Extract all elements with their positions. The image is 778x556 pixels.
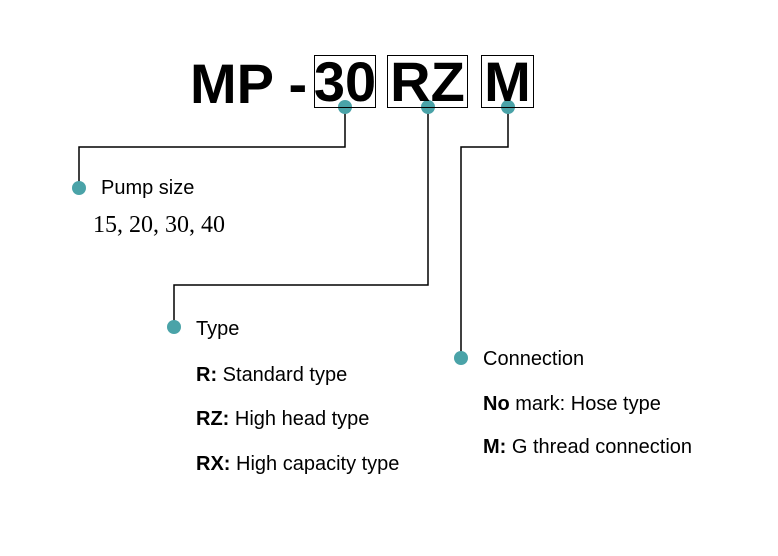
connection-dot — [454, 351, 468, 365]
type-code-box: RZ — [387, 49, 468, 113]
connection-leader — [460, 107, 509, 358]
connection-label: Connection — [483, 348, 585, 370]
type-option-r: R: Standard type — [196, 364, 348, 386]
type-option-rz: RZ: High head type — [196, 408, 370, 430]
pump-size-dot — [72, 181, 86, 195]
type-option-rx: RX: High capacity type — [196, 453, 400, 475]
connection-option-hose: No mark: Hose type — [483, 393, 661, 415]
pump-size-leader — [78, 107, 346, 188]
type-leader — [173, 107, 429, 327]
pump-size-label: Pump size — [101, 177, 195, 199]
type-label: Type — [196, 318, 240, 340]
size-code-box: 30 — [313, 49, 377, 113]
model-prefix: MP - — [190, 52, 308, 115]
connection-code-box: M — [481, 49, 534, 113]
type-dot — [167, 320, 181, 334]
connection-option-thread: M: G thread connection — [483, 436, 693, 458]
pump-size-values: 15, 20, 30, 40 — [93, 212, 225, 238]
size-code: 30 — [313, 49, 377, 113]
connection-code: M — [484, 49, 531, 113]
type-code: RZ — [390, 49, 465, 113]
